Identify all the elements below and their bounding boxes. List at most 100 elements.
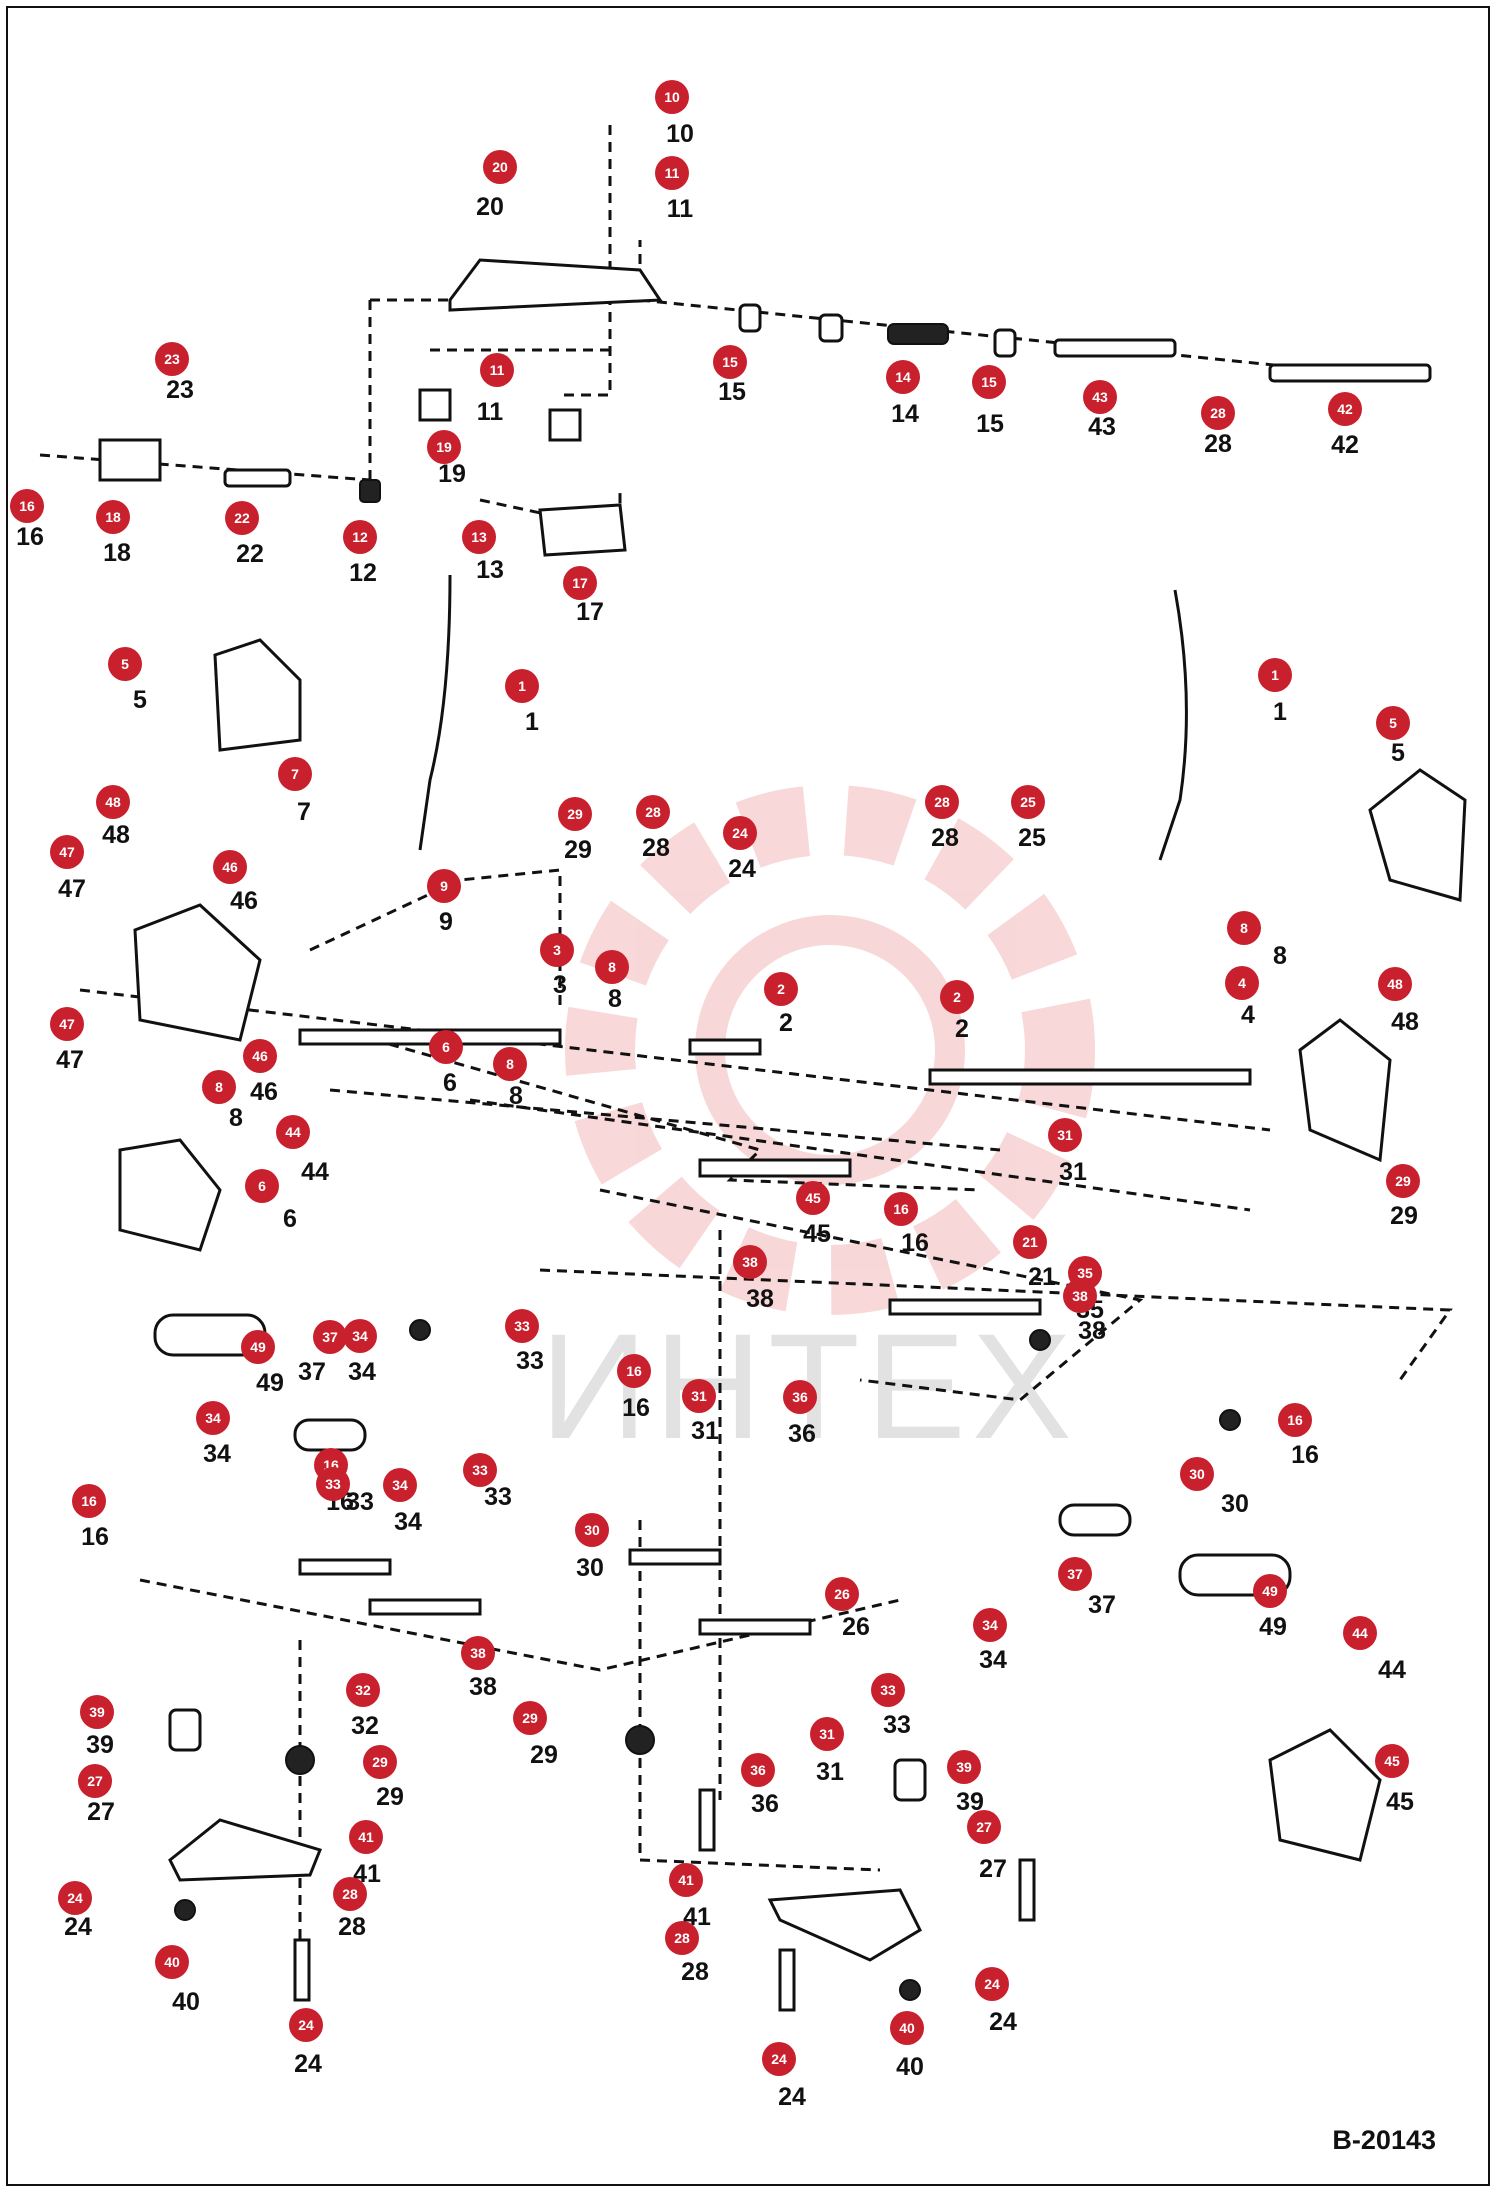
callout-24[interactable]: 24 <box>289 2008 323 2042</box>
callout-18[interactable]: 18 <box>96 500 130 534</box>
callout-33[interactable]: 33 <box>463 1453 497 1487</box>
callout-48[interactable]: 48 <box>96 785 130 819</box>
callout-15[interactable]: 15 <box>972 365 1006 399</box>
callout-23[interactable]: 23 <box>155 342 189 376</box>
callout-45[interactable]: 45 <box>1375 1744 1409 1778</box>
callout-29[interactable]: 29 <box>363 1745 397 1779</box>
callout-5[interactable]: 5 <box>108 647 142 681</box>
callout-4[interactable]: 4 <box>1225 966 1259 1000</box>
callout-28[interactable]: 28 <box>925 785 959 819</box>
callout-43[interactable]: 43 <box>1083 380 1117 414</box>
callout-31[interactable]: 31 <box>682 1379 716 1413</box>
callout-24[interactable]: 24 <box>723 816 757 850</box>
callout-9[interactable]: 9 <box>427 869 461 903</box>
callout-30[interactable]: 30 <box>1180 1457 1214 1491</box>
callout-44[interactable]: 44 <box>276 1115 310 1149</box>
callout-38[interactable]: 38 <box>733 1245 767 1279</box>
callout-number: 14 <box>895 369 911 385</box>
callout-36[interactable]: 36 <box>741 1753 775 1787</box>
callout-8[interactable]: 8 <box>595 950 629 984</box>
callout-7[interactable]: 7 <box>278 757 312 791</box>
callout-21[interactable]: 21 <box>1013 1225 1047 1259</box>
callout-25[interactable]: 25 <box>1011 785 1045 819</box>
callout-34[interactable]: 34 <box>383 1468 417 1502</box>
callout-29[interactable]: 29 <box>558 797 592 831</box>
callout-49[interactable]: 49 <box>241 1330 275 1364</box>
callout-11[interactable]: 11 <box>480 353 514 387</box>
callout-47[interactable]: 47 <box>50 835 84 869</box>
callout-24[interactable]: 24 <box>975 1967 1009 2001</box>
callout-2[interactable]: 2 <box>940 980 974 1014</box>
callout-12[interactable]: 12 <box>343 520 377 554</box>
callout-36[interactable]: 36 <box>783 1380 817 1414</box>
callout-31[interactable]: 31 <box>1048 1118 1082 1152</box>
callout-26[interactable]: 26 <box>825 1577 859 1611</box>
callout-41[interactable]: 41 <box>669 1863 703 1897</box>
callout-10[interactable]: 10 <box>655 80 689 114</box>
callout-39[interactable]: 39 <box>80 1695 114 1729</box>
callout-20[interactable]: 20 <box>483 150 517 184</box>
callout-14[interactable]: 14 <box>886 360 920 394</box>
callout-8[interactable]: 8 <box>1227 911 1261 945</box>
callout-16[interactable]: 16 <box>1278 1403 1312 1437</box>
callout-38[interactable]: 38 <box>461 1636 495 1670</box>
callout-44[interactable]: 44 <box>1343 1616 1377 1650</box>
callout-28[interactable]: 28 <box>665 1921 699 1955</box>
callout-29[interactable]: 29 <box>1386 1164 1420 1198</box>
callout-29[interactable]: 29 <box>513 1701 547 1735</box>
callout-48[interactable]: 48 <box>1378 967 1412 1001</box>
callout-number: 30 <box>584 1522 600 1538</box>
callout-13[interactable]: 13 <box>462 520 496 554</box>
callout-33[interactable]: 33 <box>316 1467 350 1501</box>
callout-8[interactable]: 8 <box>493 1047 527 1081</box>
callout-27[interactable]: 27 <box>78 1764 112 1798</box>
callout-2[interactable]: 2 <box>764 972 798 1006</box>
callout-28[interactable]: 28 <box>1201 396 1235 430</box>
callout-40[interactable]: 40 <box>155 1945 189 1979</box>
callout-27[interactable]: 27 <box>967 1810 1001 1844</box>
callout-47[interactable]: 47 <box>50 1007 84 1041</box>
callout-28[interactable]: 28 <box>333 1877 367 1911</box>
callout-34[interactable]: 34 <box>973 1608 1007 1642</box>
callout-33[interactable]: 33 <box>871 1673 905 1707</box>
callout-3[interactable]: 3 <box>540 933 574 967</box>
callout-37[interactable]: 37 <box>313 1320 347 1354</box>
callout-6[interactable]: 6 <box>245 1169 279 1203</box>
callout-1[interactable]: 1 <box>505 669 539 703</box>
callout-16[interactable]: 16 <box>72 1484 106 1518</box>
callout-32[interactable]: 32 <box>346 1673 380 1707</box>
callout-34[interactable]: 34 <box>196 1401 230 1435</box>
part-label-34: 34 <box>979 1646 1007 1674</box>
callout-37[interactable]: 37 <box>1058 1557 1092 1591</box>
callout-6[interactable]: 6 <box>429 1030 463 1064</box>
callout-38[interactable]: 38 <box>1063 1279 1097 1313</box>
callout-42[interactable]: 42 <box>1328 392 1362 426</box>
callout-28[interactable]: 28 <box>636 795 670 829</box>
callout-40[interactable]: 40 <box>890 2011 924 2045</box>
callout-45[interactable]: 45 <box>796 1181 830 1215</box>
callout-34[interactable]: 34 <box>343 1319 377 1353</box>
callout-46[interactable]: 46 <box>243 1039 277 1073</box>
callout-15[interactable]: 15 <box>713 345 747 379</box>
callout-17[interactable]: 17 <box>563 566 597 600</box>
callout-16[interactable]: 16 <box>884 1192 918 1226</box>
callout-5[interactable]: 5 <box>1376 706 1410 740</box>
callout-49[interactable]: 49 <box>1253 1574 1287 1608</box>
callout-11[interactable]: 11 <box>655 156 689 190</box>
callout-24[interactable]: 24 <box>762 2042 796 2076</box>
callout-19[interactable]: 19 <box>427 430 461 464</box>
callout-46[interactable]: 46 <box>213 850 247 884</box>
callout-24[interactable]: 24 <box>58 1881 92 1915</box>
callout-16[interactable]: 16 <box>10 489 44 523</box>
callout-16[interactable]: 16 <box>617 1354 651 1388</box>
callout-30[interactable]: 30 <box>575 1513 609 1547</box>
callout-39[interactable]: 39 <box>947 1750 981 1784</box>
part-label-22: 22 <box>236 540 264 568</box>
callout-1[interactable]: 1 <box>1258 658 1292 692</box>
part-label-49: 49 <box>1259 1613 1287 1641</box>
callout-33[interactable]: 33 <box>505 1309 539 1343</box>
callout-31[interactable]: 31 <box>810 1717 844 1751</box>
callout-41[interactable]: 41 <box>349 1820 383 1854</box>
callout-22[interactable]: 22 <box>225 501 259 535</box>
callout-8[interactable]: 8 <box>202 1070 236 1104</box>
